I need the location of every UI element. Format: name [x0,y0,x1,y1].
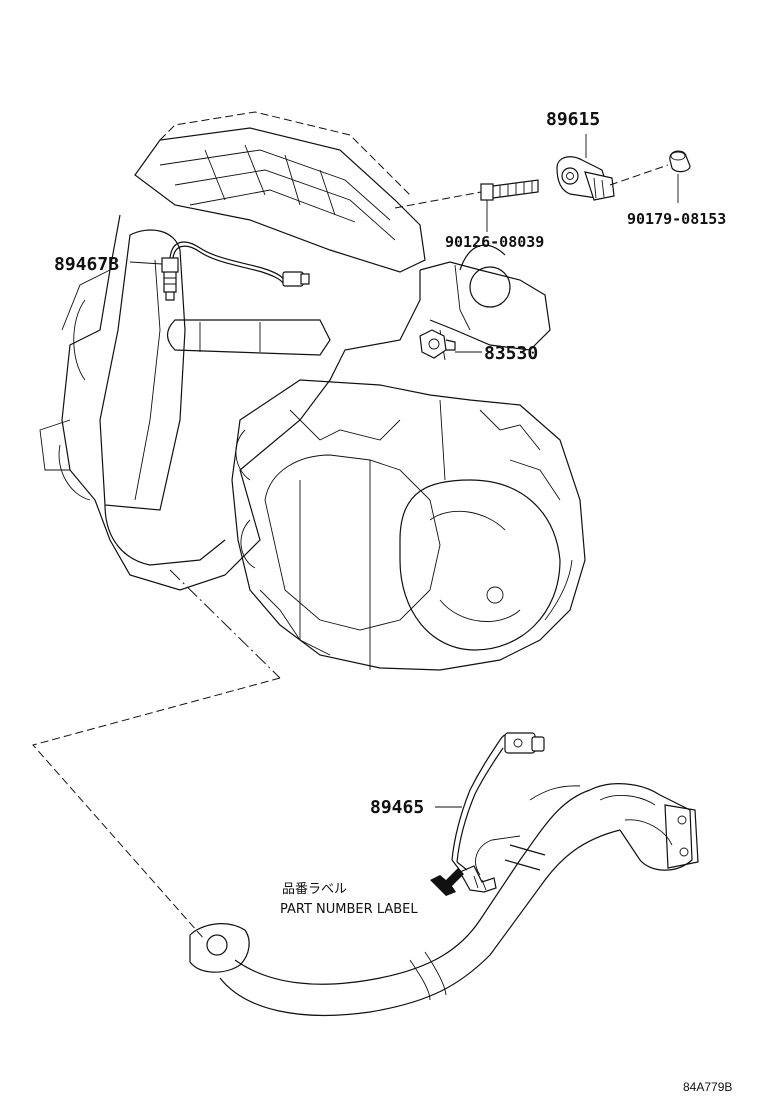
part-number-label-en: PART NUMBER LABEL [280,902,418,917]
drawing-code: 84A779B [683,1080,732,1094]
exhaust-pipe [189,783,699,1017]
part-number-83530: 83530 [484,343,538,364]
leader-lines [32,134,679,941]
arrow-icon [430,868,464,896]
part-number-90179-08153: 90179-08153 [627,210,726,228]
part-number-89467B: 89467B [54,254,119,275]
engine-assembly [39,111,586,671]
knock-sensor-89615 [556,156,615,201]
part-number-89465: 89465 [370,797,424,818]
nut-90179-08153 [669,150,691,173]
part-number-90126-08039: 90126-08039 [445,233,544,251]
part-number-label-jp: 品番ラベル [282,882,347,897]
sensor-89465 [451,732,545,893]
stud-90126-08039 [480,179,539,201]
sensor-89467B [161,241,310,301]
switch-83530 [419,329,456,359]
part-number-89615: 89615 [546,109,600,130]
